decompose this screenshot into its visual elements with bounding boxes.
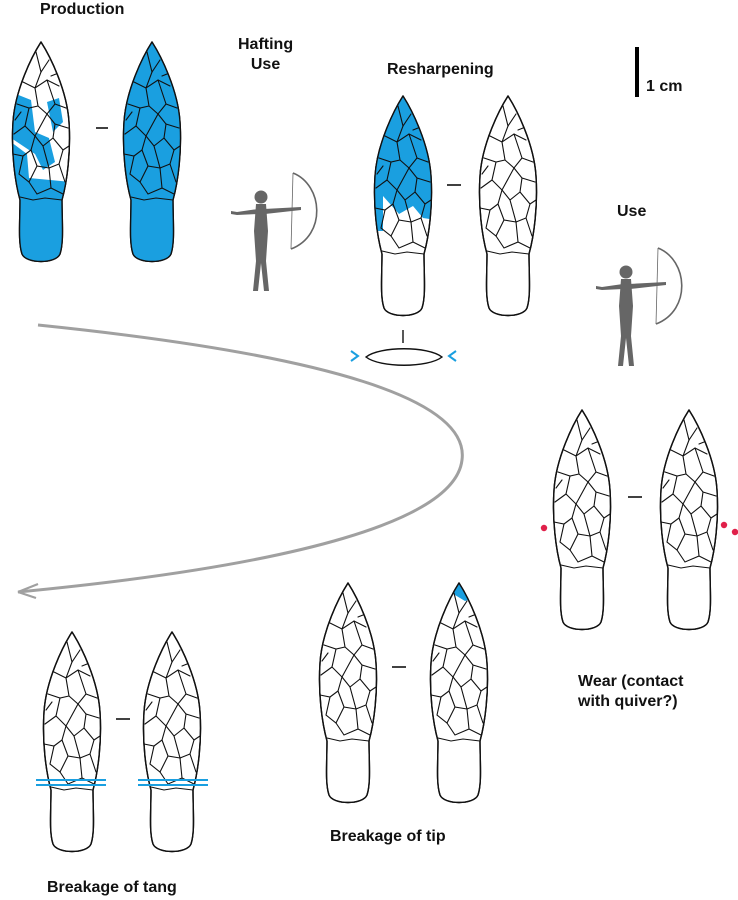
wear-marker [720,521,728,529]
point-tip-right [429,582,489,804]
label-wear: Wear (contact with quiver?) [578,673,684,710]
point-wear-right [659,409,719,631]
point-tip-left [318,582,378,804]
label-production: Production [40,1,125,18]
point-resharpening-right [478,95,538,317]
cross-section [350,330,457,366]
tang-break-lines [36,779,208,786]
archer-icon [596,247,683,366]
curved-arrow-icon [17,323,464,600]
point-tang-right [142,631,202,853]
point-wear-left [552,409,612,631]
point-tang-left [42,631,102,853]
label-hafting-use: Hafting Use [238,36,294,73]
archer-icon [231,172,318,291]
wear-marker [540,524,548,532]
label-scale: 1 cm [646,78,683,95]
wear-marker [731,528,738,536]
point-production-left [11,41,71,263]
point-production-right [122,41,182,263]
label-use: Use [617,203,647,220]
point-resharpening-left [373,95,433,317]
label-breakage-tang: Breakage of tang [47,879,177,896]
label-breakage-tip: Breakage of tip [330,828,446,845]
label-resharpening: Resharpening [387,61,494,78]
